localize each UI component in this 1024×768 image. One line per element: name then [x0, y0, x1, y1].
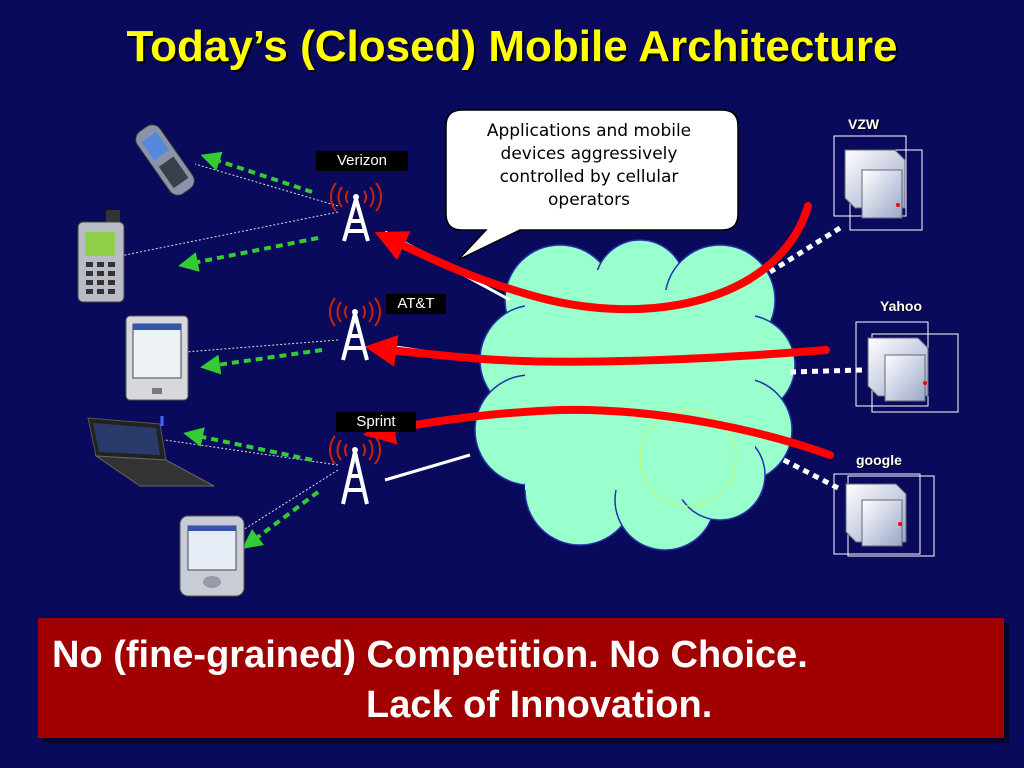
server-yahoo-icon [855, 321, 959, 413]
service-label-google: google [856, 452, 902, 468]
data-arrows [178, 151, 323, 549]
cell-phone-icon [135, 124, 195, 196]
operator-label-verizon: Verizon [316, 151, 408, 171]
tower-verizon [329, 182, 383, 242]
laptop-icon [87, 416, 215, 487]
banner-line-1: No (fine-grained) Competition. No Choice… [52, 634, 808, 676]
pocket-pc-icon [125, 315, 189, 401]
conclusion-banner: No (fine-grained) Competition. No Choice… [38, 618, 1004, 738]
callout-line: devices aggressively [500, 144, 678, 164]
slide-title: Today’s (Closed) Mobile Architecture [126, 22, 898, 71]
service-label-vzw: VZW [848, 116, 880, 132]
callout-bubble [445, 109, 739, 261]
feature-phone-icon [77, 210, 125, 303]
cloud-inner-ring [639, 409, 737, 507]
operator-label-sprint: Sprint [336, 412, 416, 432]
callout-line: controlled by cellular [499, 167, 679, 187]
operator-label-att: AT&T [386, 294, 446, 314]
callout-line: Applications and mobile [486, 121, 692, 141]
banner-line-2: Lack of Innovation. [366, 684, 713, 726]
callout-line: operators [548, 190, 630, 210]
control-arrows [362, 202, 834, 459]
callout-text: Applications and mobile devices aggressi… [458, 120, 720, 212]
tower-sprint [328, 435, 382, 505]
service-label-yahoo: Yahoo [880, 298, 923, 314]
server-vzw-icon [833, 135, 923, 231]
tower-att [328, 297, 382, 361]
server-links [768, 225, 863, 491]
server-google-icon [833, 473, 935, 557]
pda-icon [179, 515, 245, 597]
